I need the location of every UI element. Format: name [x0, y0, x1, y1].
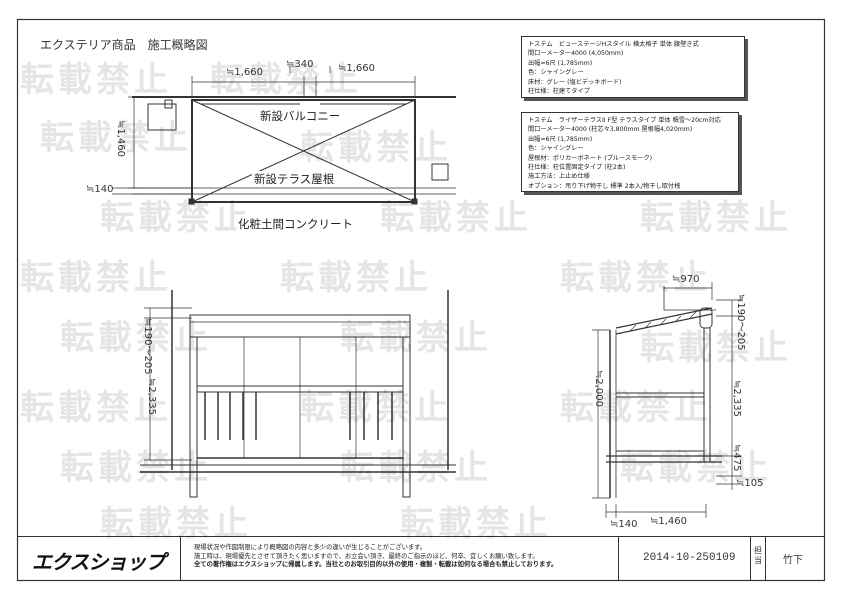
footer-note-line: 現場状況や作図制限により概略図の内容と多少の違いが生じることがございます。: [194, 544, 427, 551]
label-new-terrace-roof: 新設テラス屋根: [252, 171, 337, 187]
person-in-charge: 竹下: [783, 555, 803, 566]
footer-notes: 現場状況や作図制限により概略図の内容と多少の違いが生じることがございます。 施工…: [194, 544, 557, 570]
label-concrete-floor: 化粧土間コンクリート: [236, 216, 355, 232]
footer-copyright: 全ての著作権はエクスショップに帰属します。当社とのお取引目的以外の使用・複製・転…: [194, 561, 558, 569]
spec-line: トステム ライザーテラスII F型 テラスタイプ 単体 積雪〜20cm対応: [528, 117, 721, 124]
side-dim-bottom-left: ≒140: [610, 519, 638, 530]
spec-line: 色：シャイングレー: [528, 145, 584, 153]
tanto-label: 担当: [754, 546, 762, 565]
plan-dim-height: ≒1,460: [115, 120, 126, 158]
side-dim-width: ≒970: [672, 274, 700, 285]
side-dim-total: ≒2,000: [593, 370, 604, 408]
shop-logo: エクスショップ: [32, 550, 165, 574]
plan-dim-center: ≒340: [286, 59, 314, 70]
spec-line: 柱仕様：柱建てタイプ: [528, 88, 590, 96]
spec-box-terrace: トステム ライザーテラスII F型 テラスタイプ 単体 積雪〜20cm対応 間口…: [521, 112, 739, 192]
plan-dim-left: ≒1,660: [226, 67, 264, 78]
spec-line: 間口ーメーター4000 (柱芯々3,800mm 屋根幅4,020mm): [528, 126, 693, 134]
front-dim-height: ≒2,335: [146, 378, 157, 416]
spec-box-viewstage: トステム ビューステージHスタイル 横太格子 単体 腰壁き式 間口ーメーター40…: [521, 36, 745, 98]
plan-dim-right: ≒1,660: [338, 63, 376, 74]
side-dim-bottom-right: ≒1,460: [650, 516, 688, 527]
spec-line: 出幅=6尺 (1,785mm): [528, 135, 593, 143]
spec-line: 間口ーメーター4000 (4,050mm): [528, 50, 624, 58]
spec-line: 色：シャイングレー: [528, 69, 584, 77]
front-dim-top: ≒190〜205: [142, 318, 153, 375]
side-dim-top: ≒190〜205: [735, 294, 746, 351]
spec-line: 屋根材：ポリカーボネート (ブルースモーク): [528, 154, 653, 162]
side-dim-base: ≒105: [736, 478, 764, 489]
spec-line: 柱仕様：柱位置固定タイプ (柱2本): [528, 164, 626, 172]
spec-line: 床材：グレー (塩ビデッキボード): [528, 78, 622, 86]
label-new-balcony: 新設バルコニー: [258, 108, 343, 124]
spec-line: 施工方法：上止め仕様: [528, 173, 590, 181]
footer-note-line: 施工時は、現場優先とさせて頂きたく思いますので、お立会い頂き、最終のご指示のほど…: [194, 552, 539, 560]
spec-line: 出幅=6尺 (1,785mm): [528, 59, 593, 67]
plan-dim-offset: ≒140: [86, 184, 114, 195]
side-dim-step: ≒475: [731, 444, 742, 472]
drawing-code: 2014-10-250109: [643, 552, 736, 564]
spec-line: トステム ビューステージHスタイル 横太格子 単体 腰壁き式: [528, 41, 699, 48]
spec-line: オプション：吊り下げ物干し 標準 2本入/物干し取付桟: [528, 182, 681, 190]
page-title: エクステリア商品 施工概略図: [40, 38, 208, 52]
side-dim-height: ≒2,335: [731, 380, 742, 418]
